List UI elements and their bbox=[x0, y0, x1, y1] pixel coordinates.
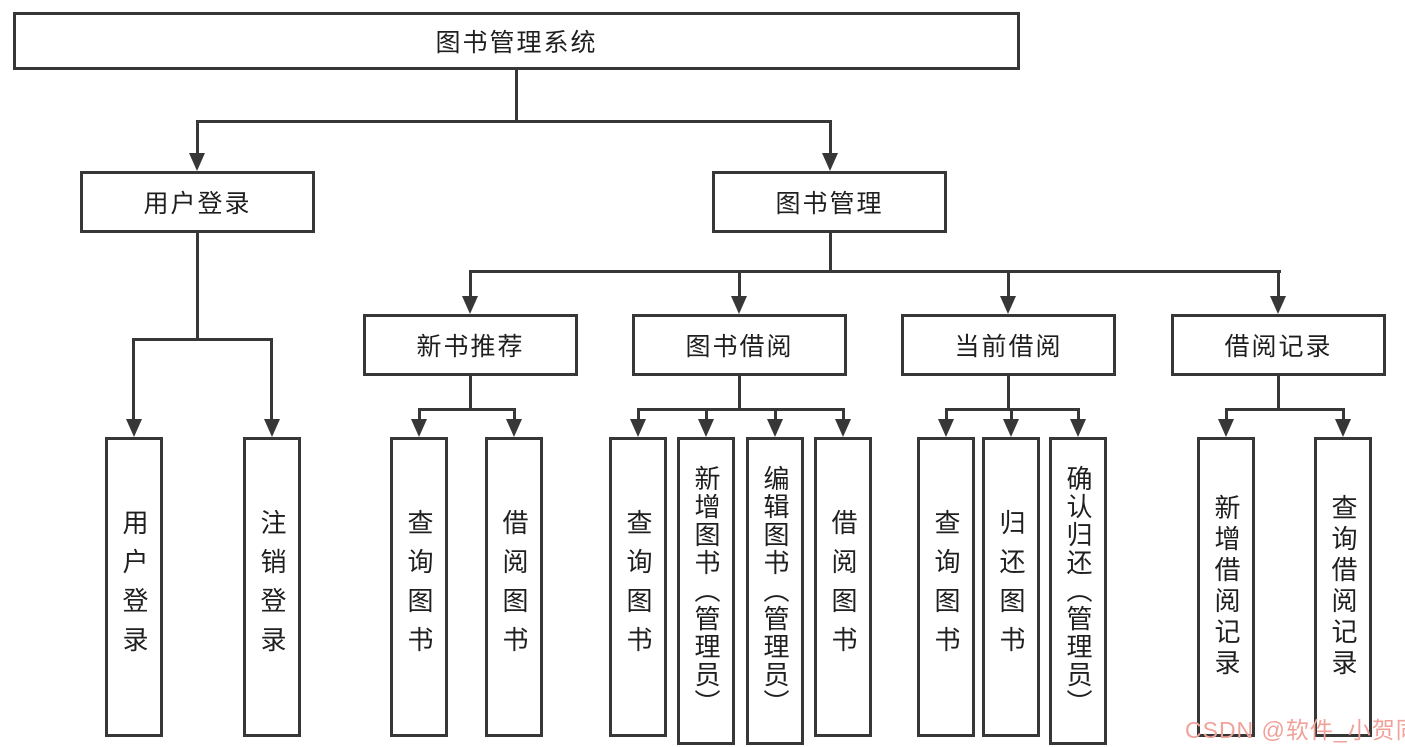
leaf-edit-books-admin-label: 编辑图书（管理员） bbox=[760, 465, 790, 717]
leaf-confirm-return-admin: 确认归还（管理员） bbox=[1049, 437, 1107, 745]
arrow-down-icon bbox=[698, 419, 714, 437]
arrow-down-icon bbox=[822, 153, 838, 171]
connector-line bbox=[1010, 408, 1013, 419]
connector-line bbox=[418, 408, 421, 419]
connector-line bbox=[705, 408, 708, 419]
leaf-user-login-label: 用户登录 bbox=[119, 509, 149, 665]
connector-line bbox=[469, 376, 472, 408]
connector-line bbox=[829, 120, 832, 155]
csdn-watermark: CSDN @软件_小贺同学 bbox=[1185, 717, 1405, 743]
connector-line bbox=[196, 233, 199, 338]
arrow-down-icon bbox=[1270, 296, 1286, 314]
leaf-logout: 注销登录 bbox=[243, 437, 301, 737]
arrow-down-icon bbox=[767, 419, 783, 437]
leaf-confirm-return-admin-label: 确认归还（管理员） bbox=[1063, 465, 1093, 717]
connector-line bbox=[1225, 408, 1345, 411]
leaf-query-books-recommend-label: 查询图书 bbox=[404, 509, 434, 665]
leaf-query-borrow-record: 查询借阅记录 bbox=[1314, 437, 1372, 737]
connector-line bbox=[1277, 270, 1280, 296]
node-current-borrowing-label: 当前借阅 bbox=[954, 333, 1063, 361]
node-current-borrowing: 当前借阅 bbox=[901, 314, 1116, 376]
connector-line bbox=[1342, 408, 1345, 419]
arrow-down-icon bbox=[411, 419, 427, 437]
connector-line bbox=[196, 120, 832, 123]
leaf-add-borrow-record: 新增借阅记录 bbox=[1197, 437, 1255, 737]
connector-line bbox=[738, 376, 741, 408]
node-borrowing-records: 借阅记录 bbox=[1171, 314, 1386, 376]
node-user-login-label: 用户登录 bbox=[143, 190, 252, 218]
leaf-query-books-borrowing-label: 查询图书 bbox=[623, 509, 653, 665]
arrow-down-icon bbox=[506, 419, 522, 437]
leaf-add-borrow-record-label: 新增借阅记录 bbox=[1211, 494, 1241, 680]
leaf-edit-books-admin: 编辑图书（管理员） bbox=[746, 437, 804, 745]
connector-line bbox=[469, 270, 1281, 273]
connector-line bbox=[418, 408, 516, 411]
connector-line bbox=[1007, 376, 1010, 408]
node-new-book-recommend: 新书推荐 bbox=[363, 314, 578, 376]
connector-line bbox=[842, 408, 845, 419]
connector-line bbox=[637, 408, 845, 411]
leaf-logout-label: 注销登录 bbox=[257, 509, 287, 665]
arrow-down-icon bbox=[1070, 419, 1086, 437]
connector-line bbox=[132, 338, 273, 341]
arrow-down-icon bbox=[630, 419, 646, 437]
leaf-borrow-books-recommend: 借阅图书 bbox=[485, 437, 543, 737]
arrow-down-icon bbox=[189, 153, 205, 171]
connector-line bbox=[637, 408, 640, 419]
connector-line bbox=[270, 338, 273, 419]
connector-line bbox=[1007, 270, 1010, 296]
arrow-down-icon bbox=[835, 419, 851, 437]
connector-line bbox=[513, 408, 516, 419]
connector-line bbox=[774, 408, 777, 419]
connector-line bbox=[469, 270, 472, 296]
connector-line bbox=[515, 70, 518, 120]
connector-line bbox=[1077, 408, 1080, 419]
leaf-add-books-admin-label: 新增图书（管理员） bbox=[691, 465, 721, 717]
leaf-query-books-borrowing: 查询图书 bbox=[609, 437, 667, 737]
arrow-down-icon bbox=[264, 419, 280, 437]
node-new-book-recommend-label: 新书推荐 bbox=[416, 333, 525, 361]
arrow-down-icon bbox=[126, 419, 142, 437]
node-book-management: 图书管理 bbox=[712, 171, 947, 233]
leaf-query-borrow-record-label: 查询借阅记录 bbox=[1328, 494, 1358, 680]
arrow-down-icon bbox=[938, 419, 954, 437]
node-root: 图书管理系统 bbox=[13, 12, 1020, 70]
arrow-down-icon bbox=[1218, 419, 1234, 437]
node-borrowing-records-label: 借阅记录 bbox=[1224, 333, 1333, 361]
leaf-borrow-books-recommend-label: 借阅图书 bbox=[499, 509, 529, 665]
leaf-borrow-books-borrowing: 借阅图书 bbox=[814, 437, 872, 737]
node-book-management-label: 图书管理 bbox=[775, 190, 884, 218]
leaf-query-books-current: 查询图书 bbox=[917, 437, 975, 737]
connector-line bbox=[196, 120, 199, 155]
node-root-label: 图书管理系统 bbox=[435, 29, 598, 57]
leaf-user-login: 用户登录 bbox=[105, 437, 163, 737]
connector-line bbox=[738, 270, 741, 296]
connector-line bbox=[132, 338, 135, 419]
connector-line bbox=[945, 408, 948, 419]
arrow-down-icon bbox=[1000, 296, 1016, 314]
node-book-borrowing: 图书借阅 bbox=[632, 314, 847, 376]
node-user-login: 用户登录 bbox=[80, 171, 315, 233]
leaf-return-books: 归还图书 bbox=[982, 437, 1040, 737]
leaf-add-books-admin: 新增图书（管理员） bbox=[677, 437, 735, 745]
connector-line bbox=[829, 233, 832, 270]
leaf-query-books-current-label: 查询图书 bbox=[931, 509, 961, 665]
connector-line bbox=[1277, 376, 1280, 408]
leaf-query-books-recommend: 查询图书 bbox=[390, 437, 448, 737]
leaf-borrow-books-borrowing-label: 借阅图书 bbox=[828, 509, 858, 665]
arrow-down-icon bbox=[1003, 419, 1019, 437]
connector-line bbox=[1225, 408, 1228, 419]
leaf-return-books-label: 归还图书 bbox=[996, 509, 1026, 665]
arrow-down-icon bbox=[462, 296, 478, 314]
node-book-borrowing-label: 图书借阅 bbox=[685, 333, 794, 361]
arrow-down-icon bbox=[731, 296, 747, 314]
arrow-down-icon bbox=[1335, 419, 1351, 437]
